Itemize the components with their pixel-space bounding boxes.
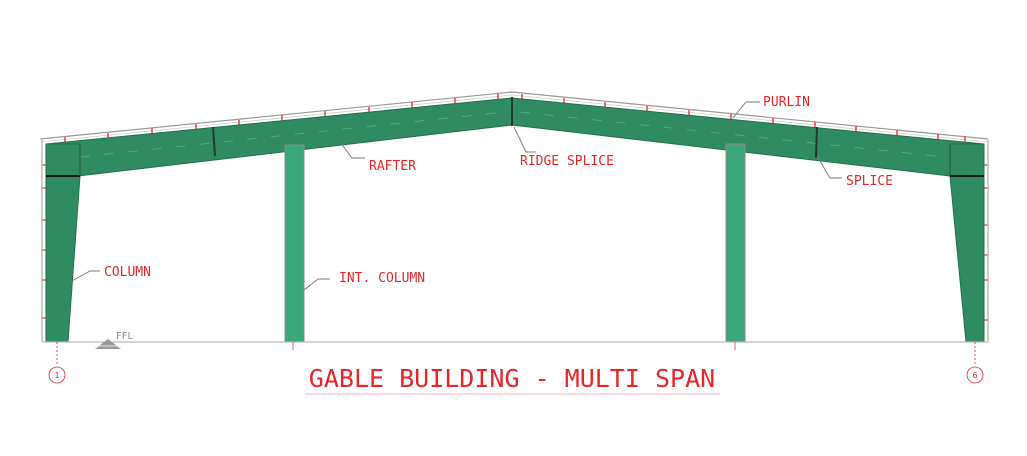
knee-verticals xyxy=(79,144,951,176)
int-column-leader xyxy=(303,278,330,291)
ffl-label: FFL xyxy=(116,331,134,342)
roof-sheeting xyxy=(39,91,989,143)
ridge-splice-label: RIDGE SPLICE xyxy=(520,154,614,169)
splice-label: SPLICE xyxy=(846,174,893,189)
column-leader xyxy=(69,270,100,283)
grid-marker-right: 6 xyxy=(966,342,984,384)
splice-leader xyxy=(816,155,842,179)
rafter-left xyxy=(45,97,513,177)
purlin-label: PURLIN xyxy=(763,95,810,110)
column-left xyxy=(45,143,81,343)
leader-lines xyxy=(69,101,842,291)
splice-right xyxy=(815,126,818,159)
rafter-label: RAFTER xyxy=(369,159,416,174)
svg-text:6: 6 xyxy=(972,371,977,380)
int-column-label: INT. COLUMN xyxy=(339,271,425,286)
splices xyxy=(212,97,818,159)
column-right xyxy=(949,143,985,343)
ridge-splice-leader xyxy=(513,126,536,153)
purlin-leader xyxy=(732,101,760,119)
rafter-leader xyxy=(339,141,365,159)
splice-left xyxy=(212,126,216,157)
ffl-marker: FFL xyxy=(95,331,134,349)
svg-text:1: 1 xyxy=(54,371,59,380)
int-column-left xyxy=(284,144,305,343)
column-label: COLUMN xyxy=(104,265,151,280)
grid-marker-left: 1 xyxy=(48,342,66,384)
int-column-right xyxy=(725,143,746,343)
drawing-title: GABLE BUILDING - MULTI SPAN xyxy=(309,364,715,393)
